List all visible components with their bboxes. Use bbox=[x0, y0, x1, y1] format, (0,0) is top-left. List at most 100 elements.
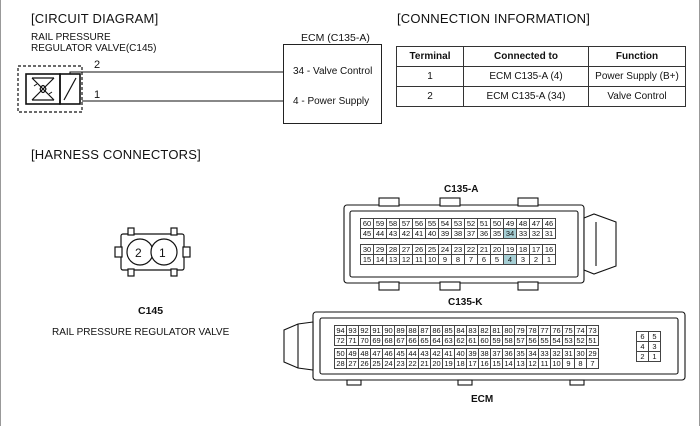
pin-cell: 18 bbox=[454, 358, 467, 369]
pin-cell: 9 bbox=[438, 254, 452, 265]
pin-cell: 19 bbox=[503, 244, 517, 255]
pin-cell: 55 bbox=[425, 218, 439, 229]
pin-cell: 11 bbox=[412, 254, 426, 265]
pin-cell: 71 bbox=[346, 335, 359, 346]
pin-cell: 39 bbox=[466, 348, 479, 359]
pin-cell: 44 bbox=[373, 228, 387, 239]
pin-cell: 30 bbox=[574, 348, 587, 359]
cell-terminal: 2 bbox=[396, 86, 464, 107]
pin-cell: 14 bbox=[373, 254, 387, 265]
c145-label: C145 bbox=[138, 305, 164, 317]
pin-cell: 60 bbox=[360, 218, 374, 229]
pin-cell: 21 bbox=[477, 244, 491, 255]
connection-info-title: [CONNECTION INFORMATION] bbox=[397, 11, 591, 26]
pin-cell: 12 bbox=[526, 358, 539, 369]
pin-cell: 34 bbox=[503, 228, 517, 239]
pin-cell: 94 bbox=[334, 325, 347, 336]
pin-cell: 53 bbox=[451, 218, 465, 229]
pin-cell: 24 bbox=[382, 358, 395, 369]
pin-cell: 52 bbox=[464, 218, 478, 229]
ecm-pin-4-label: 4 - Power Supply bbox=[293, 96, 370, 107]
pin-cell: 43 bbox=[418, 348, 431, 359]
cell-connected-to: ECM C135-A (34) bbox=[463, 86, 589, 107]
pin-cell: 92 bbox=[358, 325, 371, 336]
pin-cell: 9 bbox=[562, 358, 575, 369]
pin-cell: 10 bbox=[550, 358, 563, 369]
pin-cell: 13 bbox=[386, 254, 400, 265]
pin-cell: 44 bbox=[406, 348, 419, 359]
pin-cell: 38 bbox=[478, 348, 491, 359]
pin-cell: 1 bbox=[648, 351, 661, 362]
pin-cell: 29 bbox=[373, 244, 387, 255]
pin-cell: 33 bbox=[538, 348, 551, 359]
pin-cell: 57 bbox=[514, 335, 527, 346]
pin-cell: 16 bbox=[478, 358, 491, 369]
pin-cell: 7 bbox=[586, 358, 599, 369]
pin-cell: 26 bbox=[358, 358, 371, 369]
pin-cell: 53 bbox=[562, 335, 575, 346]
pin-cell: 28 bbox=[334, 358, 347, 369]
table-header-row: Terminal Connected to Function bbox=[396, 46, 686, 67]
ecm-label: ECM bbox=[471, 394, 494, 405]
pin-cell: 45 bbox=[394, 348, 407, 359]
pin-cell: 48 bbox=[516, 218, 530, 229]
pin-cell: 64 bbox=[430, 335, 443, 346]
pin-cell: 43 bbox=[386, 228, 400, 239]
pin-cell: 50 bbox=[490, 218, 504, 229]
pin-cell: 8 bbox=[574, 358, 587, 369]
pin-cell: 55 bbox=[538, 335, 551, 346]
pin-cell: 52 bbox=[574, 335, 587, 346]
table-row: 1 ECM C135-A (4) Power Supply (B+) bbox=[396, 66, 686, 87]
pin-cell: 74 bbox=[574, 325, 587, 336]
pin-cell: 14 bbox=[502, 358, 515, 369]
pin-cell: 88 bbox=[406, 325, 419, 336]
cell-function: Valve Control bbox=[588, 86, 686, 107]
pin-cell: 32 bbox=[529, 228, 543, 239]
pin-cell: 41 bbox=[412, 228, 426, 239]
pin-cell: 33 bbox=[516, 228, 530, 239]
header-terminal: Terminal bbox=[396, 46, 464, 67]
pin-cell: 56 bbox=[412, 218, 426, 229]
pin-cell: 54 bbox=[438, 218, 452, 229]
component-name-line1: RAIL PRESSURE bbox=[31, 32, 111, 43]
pin-cell: 46 bbox=[542, 218, 556, 229]
harness-connectors-title: [HARNESS CONNECTORS] bbox=[31, 147, 201, 162]
c135k-label: C135-K bbox=[448, 297, 483, 308]
pin-cell: 25 bbox=[425, 244, 439, 255]
pin-cell: 31 bbox=[562, 348, 575, 359]
pin-cell: 57 bbox=[399, 218, 413, 229]
pin-cell: 42 bbox=[399, 228, 413, 239]
pin-cell: 2 bbox=[636, 351, 649, 362]
pin-cell: 3 bbox=[516, 254, 530, 265]
pin-cell: 72 bbox=[334, 335, 347, 346]
pin-cell: 49 bbox=[346, 348, 359, 359]
pin-cell: 70 bbox=[358, 335, 371, 346]
pin-cell: 93 bbox=[346, 325, 359, 336]
pin-cell: 37 bbox=[464, 228, 478, 239]
pin-cell: 66 bbox=[406, 335, 419, 346]
pin-cell: 56 bbox=[526, 335, 539, 346]
pin-cell: 34 bbox=[526, 348, 539, 359]
wire-number-1: 1 bbox=[94, 89, 101, 101]
c145-connector-shape bbox=[114, 227, 191, 277]
pin-cell: 67 bbox=[394, 335, 407, 346]
pin-cell: 30 bbox=[360, 244, 374, 255]
pin-cell: 1 bbox=[542, 254, 556, 265]
pin-cell: 22 bbox=[406, 358, 419, 369]
pin-cell: 6 bbox=[477, 254, 491, 265]
regulator-valve-symbol bbox=[17, 65, 83, 113]
pin-cell: 68 bbox=[382, 335, 395, 346]
pin-cell: 29 bbox=[586, 348, 599, 359]
pin-cell: 17 bbox=[529, 244, 543, 255]
header-function: Function bbox=[588, 46, 686, 67]
pin-cell: 27 bbox=[346, 358, 359, 369]
pin-cell: 32 bbox=[550, 348, 563, 359]
